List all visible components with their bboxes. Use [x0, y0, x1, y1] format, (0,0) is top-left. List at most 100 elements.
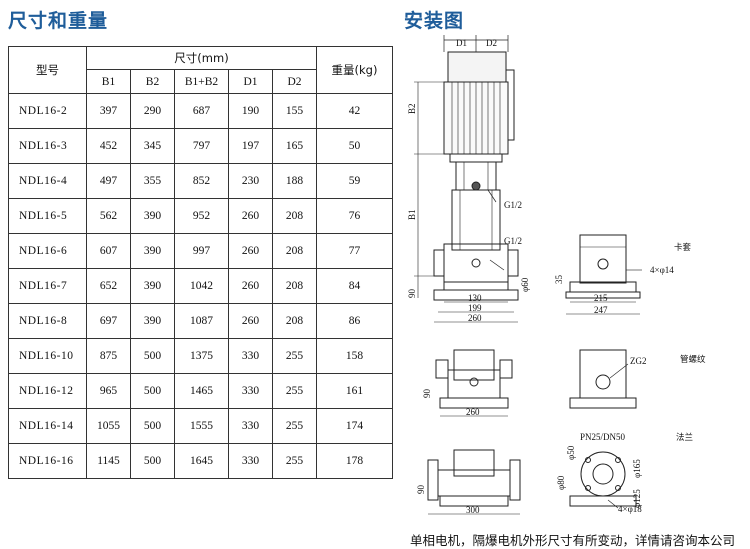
table-cell: 330 — [228, 408, 273, 444]
table-cell: 260 — [228, 303, 273, 339]
table-cell-model: NDL16-4 — [8, 163, 87, 199]
table-cell-model: NDL16-2 — [8, 93, 87, 129]
installation-drawing: D1 D2 — [407, 35, 706, 515]
table-cell: 345 — [130, 128, 175, 164]
label-flange: 法兰 — [676, 432, 693, 443]
dim-199: 199 — [468, 303, 482, 313]
table-cell: 188 — [272, 163, 317, 199]
table-cell: 500 — [130, 373, 175, 409]
table-cell: 208 — [272, 303, 317, 339]
threaded-connection-side: 90 260 — [422, 349, 513, 417]
subheader-b2: B2 — [130, 69, 175, 94]
subheader-d1: D1 — [228, 69, 273, 94]
table-cell: 797 — [174, 128, 229, 164]
table-cell: 158 — [316, 338, 393, 374]
dim-260-main: 260 — [468, 313, 482, 323]
table-cell: 607 — [86, 233, 131, 269]
table-cell: 260 — [228, 268, 273, 304]
installation-drawing-title: 安装图 — [404, 10, 465, 32]
table-cell: 390 — [130, 233, 175, 269]
table-cell: 255 — [272, 443, 317, 479]
table-cell: 255 — [272, 338, 317, 374]
table-cell: 997 — [174, 233, 229, 269]
table-cell: 208 — [272, 233, 317, 269]
table-cell: 174 — [316, 408, 393, 444]
table-cell: 687 — [174, 93, 229, 129]
dimensions-weight-title: 尺寸和重量 — [8, 10, 109, 32]
table-cell: 290 — [130, 93, 175, 129]
pump-elevation: D1 D2 — [407, 35, 530, 323]
table-cell: 500 — [130, 443, 175, 479]
dim-90-main: 90 — [407, 289, 417, 299]
table-cell: 1555 — [174, 408, 229, 444]
label-g-half-mid: G1/2 — [504, 236, 522, 246]
table-cell-model: NDL16-7 — [8, 268, 87, 304]
table-cell: 260 — [228, 233, 273, 269]
table-cell: 42 — [316, 93, 393, 129]
table-cell: 165 — [272, 128, 317, 164]
flange-connection-front: PN25/DN50 法兰 φ50 φ80 φ165 φ125 4×φ18 — [556, 432, 693, 514]
table-cell: 84 — [316, 268, 393, 304]
threaded-connection-front: ZG2 管螺纹 — [569, 349, 706, 409]
table-cell: 86 — [316, 303, 393, 339]
table-cell-model: NDL16-5 — [8, 198, 87, 234]
table-cell: 390 — [130, 268, 175, 304]
footnote: 单相电机，隔爆电机外形尺寸有所变动，详情请咨询本公司 — [410, 533, 736, 548]
dim-247: 247 — [594, 305, 608, 315]
table-cell: 230 — [228, 163, 273, 199]
table-cell-model: NDL16-16 — [8, 443, 87, 479]
table-cell: 260 — [228, 198, 273, 234]
table-cell-model: NDL16-10 — [8, 338, 87, 374]
table-cell: 155 — [272, 93, 317, 129]
label-pn25-dn50: PN25/DN50 — [580, 432, 626, 442]
dim-130: 130 — [468, 293, 482, 303]
table-cell-model: NDL16-8 — [8, 303, 87, 339]
table-cell: 208 — [272, 268, 317, 304]
table-cell: 1465 — [174, 373, 229, 409]
subheader-b1: B1 — [86, 69, 131, 94]
table-cell: 330 — [228, 373, 273, 409]
table-cell: 178 — [316, 443, 393, 479]
table-cell: 390 — [130, 198, 175, 234]
dim-4x14: 4×φ14 — [650, 265, 674, 275]
dim-35: 35 — [554, 275, 564, 285]
table-cell: 355 — [130, 163, 175, 199]
table-cell: 562 — [86, 198, 131, 234]
dim-4x18: 4×φ18 — [618, 504, 642, 514]
table-cell: 652 — [86, 268, 131, 304]
table-cell: 500 — [130, 338, 175, 374]
table-cell: 330 — [228, 443, 273, 479]
dim-260-threaded: 260 — [466, 407, 480, 417]
table-cell-model: NDL16-6 — [8, 233, 87, 269]
table-cell: 59 — [316, 163, 393, 199]
table-cell: 1042 — [174, 268, 229, 304]
table-cell: 1087 — [174, 303, 229, 339]
table-cell: 255 — [272, 408, 317, 444]
table-cell: 397 — [86, 93, 131, 129]
table-cell-model: NDL16-14 — [8, 408, 87, 444]
table-cell: 1055 — [86, 408, 131, 444]
table-cell: 1375 — [174, 338, 229, 374]
table-cell: 161 — [316, 373, 393, 409]
table-cell: 697 — [86, 303, 131, 339]
table-cell: 197 — [228, 128, 273, 164]
subheader-d2: D2 — [272, 69, 317, 94]
dim-phi60: φ60 — [520, 277, 530, 292]
subheader-b1-b2: B1+B2 — [174, 69, 229, 94]
dim-300: 300 — [466, 505, 480, 515]
label-pipe-thread: 管螺纹 — [680, 354, 706, 365]
table-cell: 1145 — [86, 443, 131, 479]
table-cell: 330 — [228, 338, 273, 374]
header-weight-kg: 重量(kg) — [316, 46, 393, 94]
header-size-mm: 尺寸(mm) — [86, 46, 317, 70]
dim-phi125: φ125 — [632, 489, 642, 508]
table-cell: 952 — [174, 198, 229, 234]
